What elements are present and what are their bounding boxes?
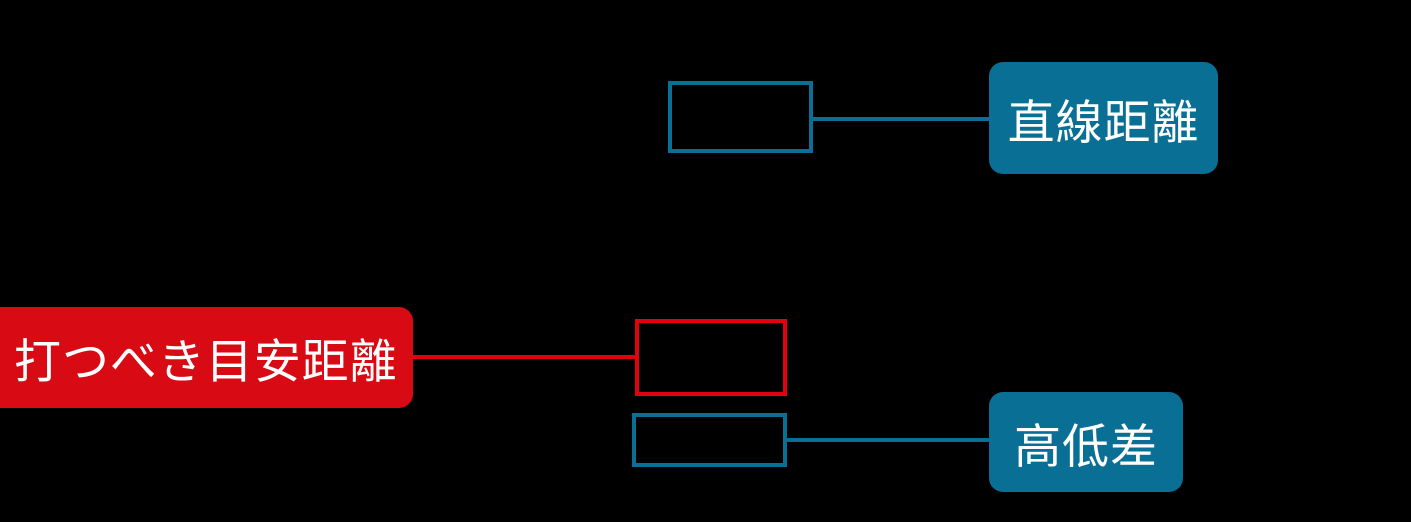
connector-bottom-slot-to-elevation-difference [783, 438, 993, 442]
slot-middle-empty-box[interactable] [635, 319, 787, 396]
node-straight-line-distance-label: 直線距離 [1007, 97, 1200, 150]
connector-root-to-middle-slot [411, 355, 639, 359]
node-root-label: 打つべき目安距離 [14, 337, 398, 389]
node-elevation-difference[interactable]: 高低差 [989, 392, 1183, 492]
node-root-target-distance[interactable]: 打つべき目安距離 [0, 307, 413, 408]
connector-top-slot-to-straight-distance [809, 117, 993, 121]
slot-bottom-empty-box[interactable] [632, 413, 787, 467]
node-straight-line-distance[interactable]: 直線距離 [989, 62, 1218, 174]
node-elevation-difference-label: 高低差 [1014, 421, 1158, 474]
slot-top-empty-box[interactable] [668, 81, 813, 153]
